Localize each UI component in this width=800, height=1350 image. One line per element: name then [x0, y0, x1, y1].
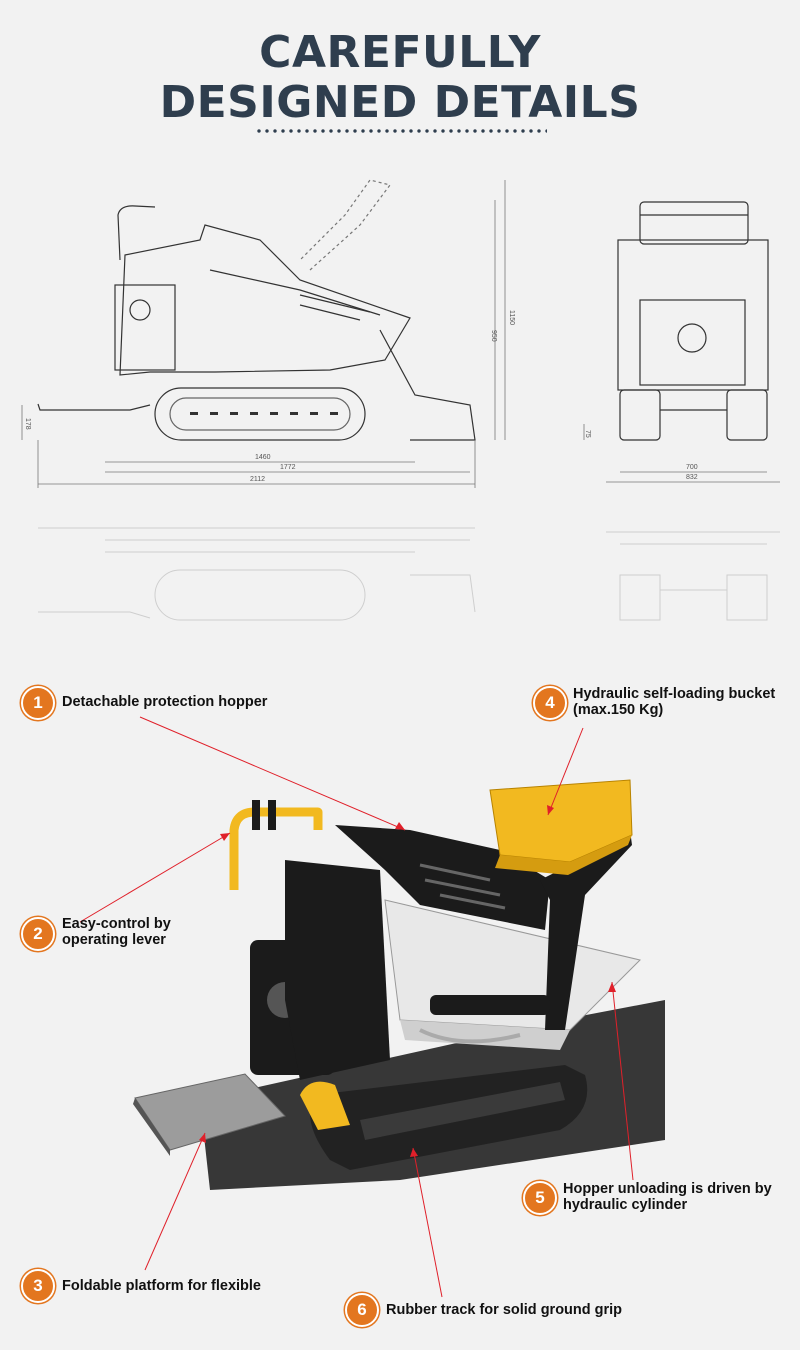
dim-1150: 1150 — [508, 310, 515, 325]
title-dotted-divider — [255, 128, 547, 134]
callout-label-3: Foldable platform for flexible — [62, 1278, 261, 1294]
dim-1460: 1460 — [255, 454, 271, 461]
dim-178: 178 — [24, 418, 31, 430]
hopper-bed-base — [400, 1020, 570, 1050]
callout-label-6: Rubber track for solid ground grip — [386, 1302, 623, 1318]
dim-950: 950 — [490, 330, 497, 342]
side-view-dimension-lines — [21, 180, 506, 488]
dim-2112: 2112 — [250, 476, 265, 483]
callout-badge-4: 4 — [533, 686, 567, 720]
track-side-plate — [360, 1082, 565, 1140]
drawing-reflection — [38, 527, 780, 621]
callout-label-2-line1: Easy-control by — [62, 916, 171, 932]
callout-badge-5: 5 — [523, 1181, 557, 1215]
callout-badge-3: 3 — [21, 1269, 55, 1303]
page-title: CAREFULLY DESIGNED DETAILS — [0, 28, 800, 128]
pointer-lines — [79, 716, 634, 1298]
front-view-drawing — [617, 201, 769, 441]
dim-832: 832 — [686, 474, 698, 481]
bucket-lip — [495, 835, 632, 875]
tread-plate-platform — [134, 1073, 286, 1151]
protection-hopper — [335, 825, 550, 930]
callout-badge-1: 1 — [21, 686, 55, 720]
callout-label-5-line1: Hopper unloading is driven by — [563, 1181, 772, 1197]
title-line-1: CAREFULLY — [259, 27, 541, 78]
dim-700: 700 — [686, 464, 698, 471]
platform-edge — [133, 1098, 170, 1156]
callout-badge-2: 2 — [21, 917, 55, 951]
lever-grip-right — [268, 800, 276, 830]
bucket-arm — [540, 830, 632, 1030]
technical-drawing: 1460 1772 2112 950 1150 178 700 832 75 — [21, 179, 780, 621]
callout-label-4: Hydraulic self-loading bucket (max.150 K… — [573, 686, 775, 718]
hopper-slots — [419, 863, 506, 910]
side-view-drawing — [37, 179, 476, 441]
dim-75: 75 — [584, 430, 591, 438]
pointer-arrowheads — [199, 805, 616, 1157]
lever-grip-left — [252, 800, 260, 830]
callout-label-2: Easy-control by operating lever — [62, 916, 171, 948]
yellow-track-fender — [300, 1081, 350, 1130]
control-body — [285, 860, 390, 1080]
callout-label-4-line2: (max.150 Kg) — [573, 702, 664, 718]
dim-1772: 1772 — [280, 464, 296, 471]
callout-label-2-line2: operating lever — [62, 932, 166, 948]
callout-label-4-line1: Hydraulic self-loading bucket — [573, 686, 776, 702]
callout-label-5: Hopper unloading is driven by hydraulic … — [563, 1181, 772, 1213]
callout-label-1: Detachable protection hopper — [62, 694, 268, 710]
front-view-dimension-lines — [583, 424, 780, 483]
callout-badge-6: 6 — [345, 1293, 379, 1327]
hydraulic-hose — [419, 1028, 521, 1044]
callout-label-5-line2: hydraulic cylinder — [563, 1197, 688, 1213]
title-line-2: DESIGNED DETAILS — [159, 77, 641, 128]
hydraulic-cylinder — [430, 995, 550, 1015]
